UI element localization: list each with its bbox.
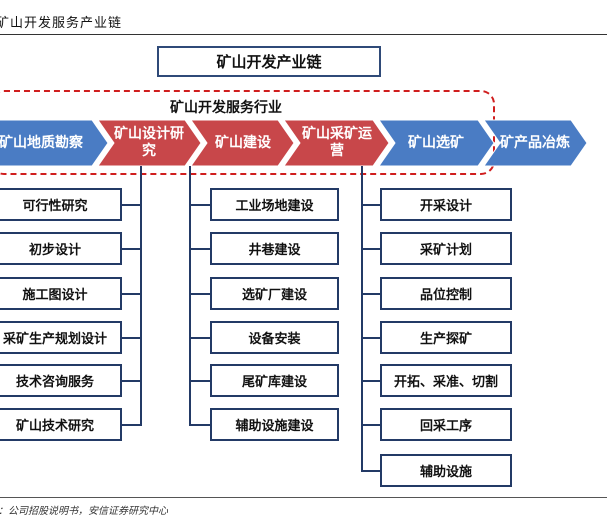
operation-branch-line	[361, 424, 381, 426]
chain-arrow-operation	[283, 119, 390, 167]
chain-label-exploration: 矿山地质勘察	[0, 134, 83, 151]
construction-item: 辅助设施建设	[210, 408, 339, 441]
service-industry-label: 矿山开发服务行业	[170, 100, 282, 116]
design-item: 可行性研究	[0, 188, 122, 221]
operation-branch-line	[361, 470, 381, 472]
design-branch-line	[121, 293, 142, 295]
design-branch-line	[121, 424, 142, 426]
construction-branch-line	[189, 204, 211, 206]
construction-item: 设备安装	[210, 321, 339, 354]
top-box-industry-chain: 矿山开发产业链	[157, 46, 381, 77]
chain-arrow-processing	[378, 119, 495, 167]
operation-branch-line	[361, 248, 381, 250]
chain-label-construction: 矿山建设	[215, 134, 271, 151]
design-branch-line	[121, 380, 142, 382]
chain-label-design: 矿山设计研究	[114, 126, 184, 159]
chain-arrow-construction	[190, 119, 295, 167]
construction-item: 尾矿库建设	[210, 364, 339, 397]
source-divider	[0, 497, 607, 498]
construction-item: 选矿厂建设	[210, 277, 339, 310]
construction-item: 工业场地建设	[210, 188, 339, 221]
construction-branch-line	[189, 293, 211, 295]
design-item: 采矿生产规划设计	[0, 321, 122, 354]
construction-item: 井巷建设	[210, 232, 339, 265]
operation-item: 采矿计划	[380, 232, 512, 265]
construction-branch-line	[189, 337, 211, 339]
construction-branch-line	[189, 380, 211, 382]
operation-item: 回采工序	[380, 408, 512, 441]
caption-divider	[0, 34, 607, 35]
design-branch-line	[121, 248, 142, 250]
source-note: ：公司招股说明书，安信证券研究中心	[0, 506, 168, 517]
design-branch-line	[121, 204, 142, 206]
operation-branch-line	[361, 204, 381, 206]
chain-arrow-exploration	[0, 119, 109, 167]
design-item: 施工图设计	[0, 277, 122, 310]
design-item: 矿山技术研究	[0, 408, 122, 441]
operation-branch-line	[361, 337, 381, 339]
figure-caption: 矿山开发服务产业链	[0, 16, 123, 31]
operation-item: 辅助设施	[380, 454, 512, 487]
construction-trunk-line	[189, 166, 191, 426]
operation-branch-line	[361, 380, 381, 382]
chain-arrow-design	[97, 119, 202, 167]
chain-label-operation: 矿山采矿运营	[302, 126, 372, 159]
design-trunk-line	[140, 166, 142, 426]
design-item: 技术咨询服务	[0, 364, 122, 397]
chain-label-smelting: 矿产品冶炼	[500, 134, 570, 151]
construction-branch-line	[189, 424, 211, 426]
operation-item: 开采设计	[380, 188, 512, 221]
operation-item: 品位控制	[380, 277, 512, 310]
chain-arrow-smelting	[483, 119, 588, 167]
design-branch-line	[121, 337, 142, 339]
operation-item: 开拓、采准、切割	[380, 364, 512, 397]
operation-trunk-line	[361, 166, 363, 472]
construction-branch-line	[189, 248, 211, 250]
operation-branch-line	[361, 293, 381, 295]
chain-label-processing: 矿山选矿	[408, 134, 464, 151]
design-item: 初步设计	[0, 232, 122, 265]
operation-item: 生产探矿	[380, 321, 512, 354]
